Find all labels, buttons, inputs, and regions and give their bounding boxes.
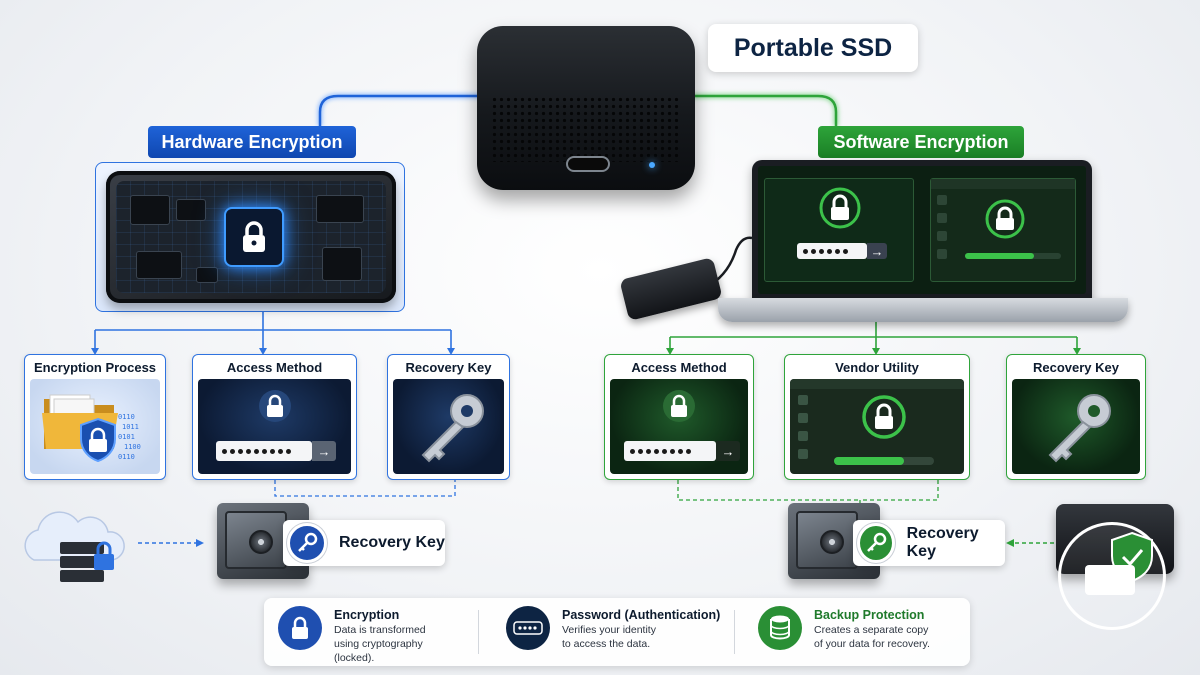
svg-text:1011: 1011 [122, 423, 139, 431]
laptop-password-field[interactable] [797, 243, 867, 259]
lock-icon [985, 199, 1025, 239]
legend-panel: Encryption Data is transformed using cry… [264, 598, 970, 666]
card-title: Encryption Process [33, 360, 157, 375]
lock-icon [259, 390, 291, 422]
safe-icon [217, 503, 309, 579]
ssd-circuit-board [106, 171, 396, 303]
card-title: Vendor Utility [835, 360, 919, 375]
lock-icon [862, 395, 906, 439]
legend-divider [734, 610, 735, 654]
svg-text:1100: 1100 [124, 443, 141, 451]
legend-password-title: Password (Authentication) [562, 608, 721, 622]
legend-encryption: Encryption Data is transformed using cry… [278, 606, 426, 664]
legend-password-desc-1: Verifies your identity [562, 624, 656, 636]
hardware-encryption-panel [95, 162, 405, 312]
card-title: Access Method [631, 360, 727, 375]
hw-card-recovery-key: Recovery Key [387, 354, 510, 480]
lock-icon [94, 541, 114, 570]
card-title: Recovery Key [405, 360, 492, 375]
portable-ssd-device [477, 26, 695, 190]
backup-highlight-ring [1058, 522, 1166, 630]
binary-stream-graphic: 0110 1011 0101 1100 0110 [118, 413, 141, 461]
progress-bar [965, 253, 1061, 259]
shield-icon [80, 417, 116, 463]
cloud-backup-graphic [24, 511, 125, 582]
legend-encryption-desc-3: (locked). [334, 652, 375, 664]
lock-icon [819, 187, 861, 229]
hw-card-encryption-process: Encryption Process 0110 1011 0101 1100 0110 [24, 354, 166, 480]
hw-card-access-method: Access Method → [192, 354, 357, 480]
password-icon [506, 606, 550, 650]
legend-encryption-title: Encryption [334, 608, 400, 622]
diagram-title: Portable SSD [708, 24, 918, 72]
laptop-screen: → [758, 166, 1086, 294]
lock-icon [278, 606, 322, 650]
sw-card-vendor-utility: Vendor Utility [784, 354, 970, 480]
svg-text:0101: 0101 [118, 433, 135, 441]
usb-c-port [566, 156, 610, 172]
laptop-submit-button[interactable]: → [867, 243, 887, 259]
legend-backup: Backup Protection Creates a separate cop… [758, 606, 930, 650]
recovery-key-label: Recovery Key [906, 525, 979, 560]
submit-arrow-button[interactable]: → [716, 441, 740, 461]
vendor-app-window [930, 178, 1076, 282]
legend-password: Password (Authentication) Verifies your … [506, 606, 720, 650]
sw-recovery-key-pill: Recovery Key [853, 520, 1005, 566]
legend-backup-desc-1: Creates a separate copy [814, 624, 929, 636]
legend-backup-desc-2: of your data for recovery. [814, 638, 930, 650]
key-icon [421, 394, 484, 463]
sw-card-recovery-key: Recovery Key [1006, 354, 1146, 480]
password-field[interactable] [216, 441, 312, 461]
password-field[interactable] [624, 441, 716, 461]
status-led [649, 162, 655, 168]
laptop-base [718, 298, 1128, 322]
hardware-encryption-label: Hardware Encryption [148, 126, 356, 158]
lock-icon [243, 221, 265, 252]
recovery-key-label: Recovery Key [339, 534, 445, 551]
legend-encryption-desc-1: Data is transformed [334, 624, 426, 636]
legend-divider [478, 610, 479, 654]
submit-arrow-button[interactable]: → [312, 441, 336, 461]
sw-card-access-method: Access Method → [604, 354, 754, 480]
laptop-device: → [752, 160, 1092, 300]
progress-bar [834, 457, 934, 465]
legend-password-desc-2: to access the data. [562, 638, 651, 650]
svg-text:0110: 0110 [118, 413, 135, 421]
legend-encryption-desc-2: using cryptography [334, 638, 423, 650]
key-icon [1048, 394, 1111, 463]
encryption-chip [224, 207, 284, 267]
svg-text:0110: 0110 [118, 453, 135, 461]
card-title: Recovery Key [1033, 360, 1119, 375]
database-icon [758, 606, 802, 650]
lock-icon [663, 390, 695, 422]
key-icon [857, 523, 895, 563]
hw-recovery-key-pill: Recovery Key [283, 520, 445, 566]
card-title: Access Method [226, 360, 323, 375]
key-icon [287, 523, 327, 563]
software-encryption-label: Software Encryption [818, 126, 1024, 158]
ssd-vent-grille [491, 96, 681, 162]
backup-card-graphic [1085, 565, 1135, 595]
legend-backup-title: Backup Protection [814, 608, 925, 622]
